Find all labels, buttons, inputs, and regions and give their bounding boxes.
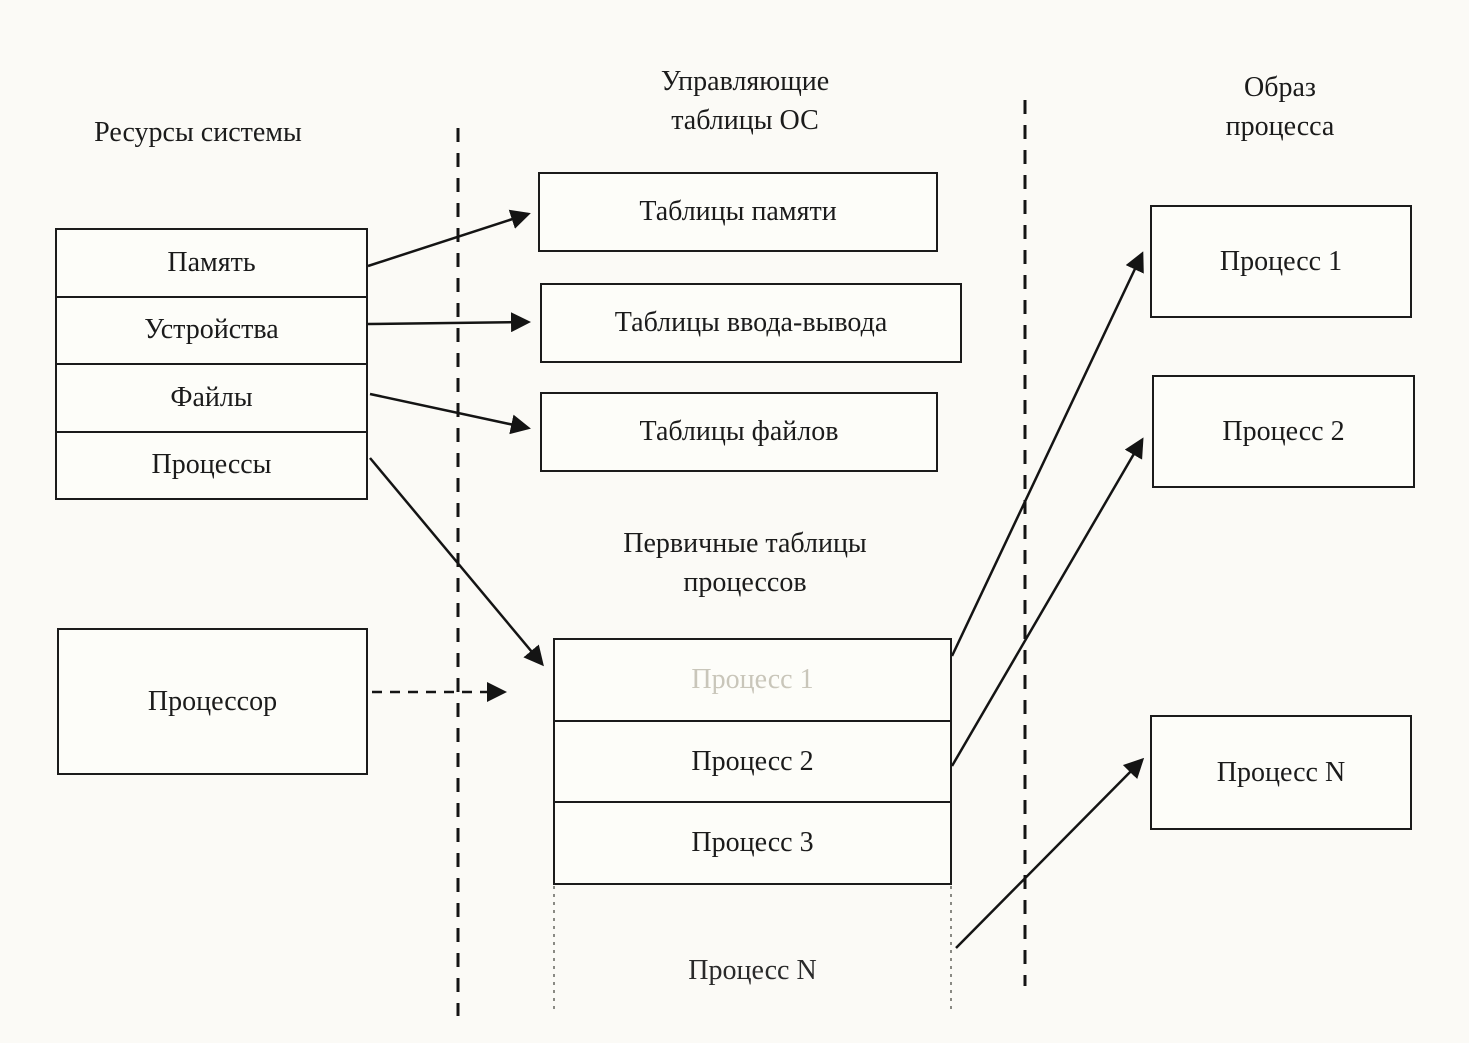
memory-tables-box: Таблицы памяти <box>538 172 938 252</box>
primary-process-tables-label-line2: процессов <box>683 567 807 599</box>
arrow-processes-to-process-table <box>369 457 544 667</box>
arrow-row1-to-process1 <box>950 251 1144 657</box>
resource-row-processes: Процессы <box>151 449 272 481</box>
arrow-row2-to-process2 <box>950 437 1144 767</box>
resource-row-files: Файлы <box>57 365 366 433</box>
resource-row-devices: Устройства <box>57 298 366 365</box>
resource-stack: Память Устройства Файлы Процессы <box>55 228 368 500</box>
resources-header: Ресурсы системы <box>94 117 302 148</box>
arrow-devices-to-io-tables <box>367 312 531 333</box>
primary-process-table: Процесс 1 Процесс 2 Процесс 3 <box>553 638 952 885</box>
arrow-memory-to-memory-tables <box>367 209 531 268</box>
primary-process-tables-label-line1: Первичные таблицы <box>623 528 867 559</box>
arrow-files-to-file-tables <box>369 392 531 435</box>
process-table-row-1: Процесс 1 <box>555 640 950 722</box>
primary-process-tables-label: Первичные таблицы процессов <box>545 524 945 602</box>
process-image-header: Образ процесса <box>1135 68 1425 146</box>
process-image-2-box: Процесс 2 <box>1152 375 1415 488</box>
process-table-row-N: Процесс N <box>688 955 817 986</box>
os-tables-header: Управляющие таблицы ОС <box>545 62 945 140</box>
io-tables-box: Таблицы ввода-вывода <box>540 283 962 363</box>
process-image-N-box: Процесс N <box>1150 715 1412 830</box>
process-image-1-box: Процесс 1 <box>1150 205 1412 318</box>
process-image-header-line2: процесса <box>1225 111 1335 143</box>
os-tables-header-line2: таблицы ОС <box>671 105 819 137</box>
processor-box: Процессор <box>57 628 368 775</box>
process-image-header-line1: Образ <box>1244 72 1316 103</box>
file-tables-box: Таблицы файлов <box>540 392 938 472</box>
os-tables-header-line1: Управляющие <box>660 66 830 97</box>
resource-row-memory: Память <box>57 230 366 298</box>
process-table-row-2: Процесс 2 <box>555 722 950 804</box>
arrow-rowN-to-processN <box>955 757 1145 949</box>
process-table-row-3: Процесс 3 <box>691 827 814 859</box>
